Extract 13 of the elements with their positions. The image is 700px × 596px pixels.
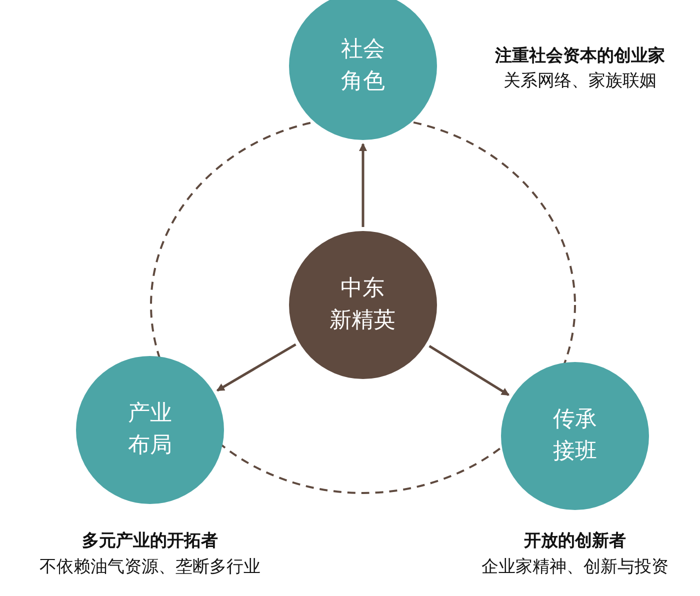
circle-label: 社会角色 bbox=[340, 36, 386, 96]
role-heading: 多元产业的开拓者 bbox=[81, 530, 219, 552]
role-description: 关系网络、家族联姻 bbox=[502, 70, 658, 92]
circle-label: 传承接班 bbox=[552, 406, 598, 466]
circle-label: 产业布局 bbox=[126, 400, 173, 460]
arrow bbox=[428, 344, 510, 396]
circle-label: 中东新精英 bbox=[329, 275, 396, 335]
role-description: 不依赖油气资源、垄断多行业 bbox=[38, 556, 262, 578]
arrow bbox=[359, 143, 367, 227]
arrow bbox=[216, 343, 296, 392]
role-description: 企业家精神、创新与投资 bbox=[480, 556, 670, 578]
role-heading: 注重社会资本的创业家 bbox=[494, 45, 666, 67]
role-heading: 开放的创新者 bbox=[522, 530, 627, 552]
